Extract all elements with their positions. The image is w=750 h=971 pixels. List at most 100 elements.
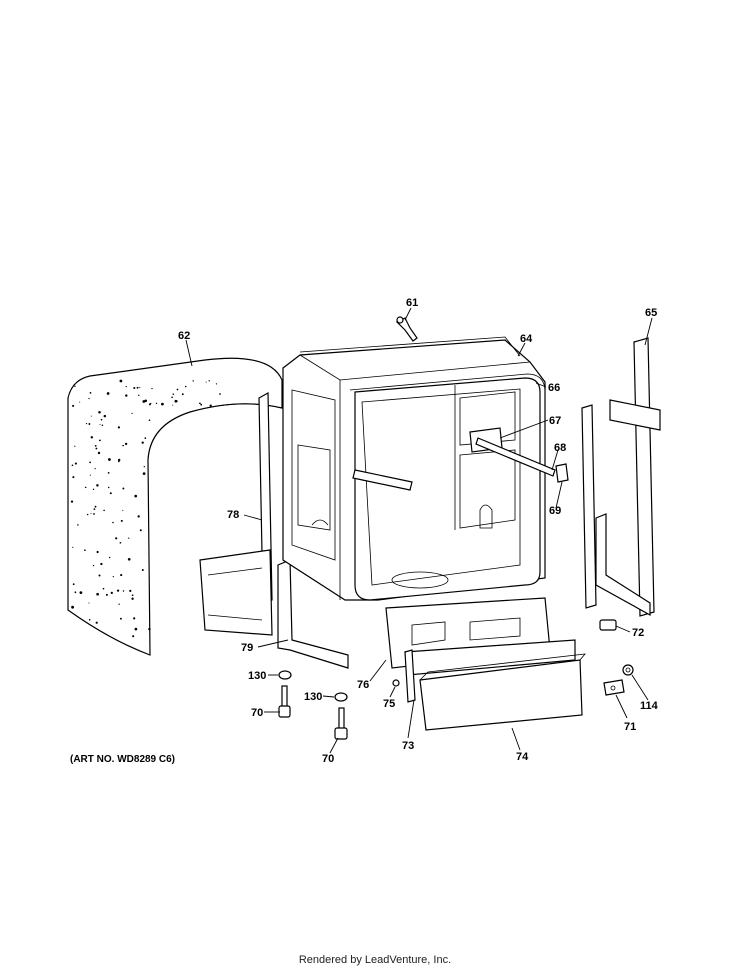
callout-62: 62 [178,330,190,342]
insulation-speckle [117,458,121,462]
insulation-speckle [71,605,74,609]
insulation-speckle [88,602,90,604]
insulation-speckle [200,403,203,406]
insulation-speckle [116,589,120,592]
insulation-speckle [92,488,95,490]
insulation-speckle [144,399,147,403]
insulation-speckle [139,386,141,388]
insulation-speckle [96,592,99,596]
part-61-clip [395,316,418,342]
insulation-speckle [119,541,122,544]
callout-74: 74 [516,751,529,763]
insulation-speckle [74,445,76,447]
insulation-speckle [119,617,122,620]
insulation-speckle [122,509,124,511]
callout-72: 72 [632,627,644,639]
part-70-leveling-leg-2 [334,707,348,740]
part-68-rack-rail [475,437,556,477]
insulation-speckle [99,423,101,425]
insulation-speckle [96,484,99,487]
insulation-speckle [119,379,123,383]
insulation-speckle [139,529,142,532]
insulation-speckle [98,439,101,442]
callout-71: 71 [624,721,636,733]
insulation-speckle [100,418,103,421]
insulation-speckle [131,412,133,415]
insulation-speckle [148,419,151,422]
insulation-speckle [141,441,144,444]
callout-70-second: 70 [322,753,334,765]
insulation-speckle [132,635,135,638]
insulation-speckle [108,556,111,559]
insulation-speckle [148,627,151,631]
insulation-speckle [125,394,128,397]
insulation-speckle [131,594,134,597]
insulation-speckle [137,515,140,518]
insulation-speckle [94,505,97,508]
insulation-speckle [102,587,105,590]
insulation-speckle [89,392,92,394]
part-65-side-panel [581,337,661,617]
insulation-speckle [94,468,96,470]
insulation-speckle [72,404,75,407]
insulation-speckle [115,537,118,540]
insulation-speckle [86,513,89,516]
insulation-speckle [100,562,103,566]
insulation-speckle [96,550,99,554]
callout-75: 75 [383,698,395,710]
insulation-speckle [109,492,112,495]
insulation-speckle [103,414,107,418]
insulation-speckle [74,462,77,465]
insulation-speckle [122,487,125,490]
part-73-access-panel [404,639,576,703]
insulation-speckle [118,460,120,463]
insulation-speckle [95,447,98,450]
insulation-speckle [85,423,88,425]
footer-credit: Rendered by LeadVenture, Inc. [298,954,452,966]
insulation-speckle [151,387,153,390]
part-74-kickplate [419,653,586,731]
insulation-speckle [74,385,76,387]
insulation-speckle [88,423,91,425]
insulation-speckle [124,442,128,446]
art-number: (ART NO. WD8289 C6) [70,754,175,765]
part-72-sensor [599,619,617,631]
insulation-speckle [93,508,96,510]
insulation-speckle [148,403,151,406]
insulation-speckle [205,381,207,383]
callout-67: 67 [549,415,561,427]
callout-79: 79 [241,642,253,654]
insulation-speckle [144,437,147,439]
insulation-speckle [106,392,110,395]
insulation-speckle [110,591,113,595]
callout-64: 64 [520,333,533,345]
insulation-speckle [117,426,121,429]
insulation-speckle [155,402,158,404]
insulation-speckle [90,513,92,515]
insulation-speckle [103,509,105,512]
callout-114: 114 [640,700,659,712]
part-114-washer [622,664,634,676]
insulation-speckle [105,593,108,596]
insulation-speckle [134,627,138,631]
part-66-door-gasket [349,373,546,575]
part-62-insulation-blanket [67,357,283,656]
part-79-front-frame [199,549,349,669]
insulation-speckle [171,396,173,399]
callout-78: 78 [227,509,239,521]
insulation-speckle [95,621,98,624]
insulation-speckle [79,401,81,403]
callout-69: 69 [549,505,561,517]
insulation-speckle [128,537,130,539]
insulation-speckle [71,464,74,467]
insulation-speckle [90,436,94,439]
insulation-speckle [122,590,125,592]
insulation-speckle [208,380,210,382]
insulation-speckle [88,618,91,621]
insulation-speckle [219,393,221,395]
insulation-speckle [97,451,101,455]
part-69-rail-end-cap [555,463,569,483]
leader-lines [185,307,653,754]
part-75-screw [392,679,400,687]
